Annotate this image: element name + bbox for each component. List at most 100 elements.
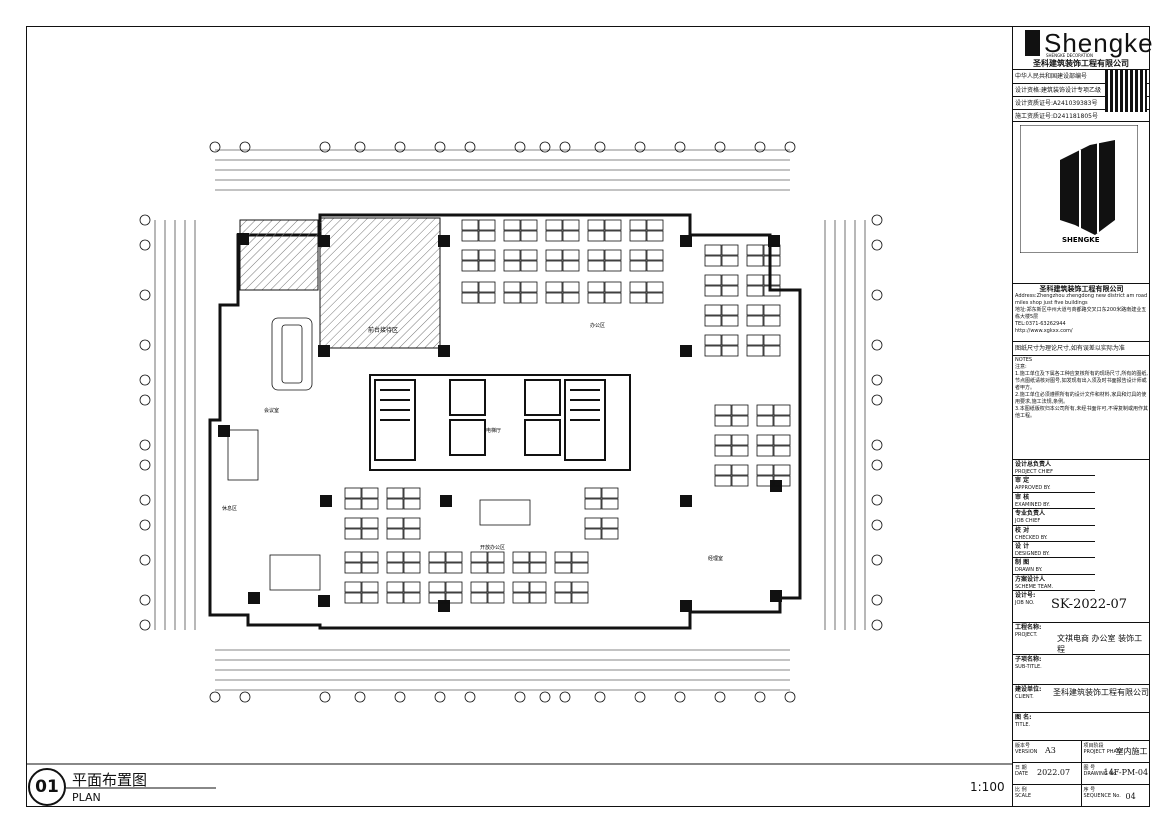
client-value: 圣科建筑装饰工程有限公司	[1053, 688, 1149, 697]
scale-cell: 比 例 SCALE	[1013, 785, 1082, 807]
address-en: Address:Zhengzhou zhengdong new district…	[1015, 293, 1148, 306]
cert-row-1: 中华人民共和国建设部编号	[1013, 70, 1150, 84]
workstations	[344, 219, 791, 604]
role-en: SCHEME TEAM.	[1015, 583, 1054, 590]
role-en: PROJECT CHIEF	[1015, 469, 1053, 475]
version-value: A3	[1045, 746, 1056, 755]
label-reception: 前台接待区	[368, 326, 398, 334]
note-2: 2.施工单位必须遵照所有的设计文件和材料,家具和灯具的使用要求,施工法规,条例。	[1015, 392, 1147, 405]
cert-row-2: 设计资格:建筑装饰设计专项乙级	[1013, 84, 1150, 97]
drawing-no-cell: 图 号 14F-PM-04 DRAWING No.	[1081, 763, 1150, 785]
phase-label: 项目阶段	[1083, 743, 1104, 749]
date-value: 2022.07	[1037, 768, 1071, 777]
cert-row-4: 施工资质证号:D241181805号	[1013, 110, 1150, 122]
notes-cell: NOTES 注意: 1.施工单位及下属各工种应复核所有的现场尺寸,所有的图纸,节…	[1013, 356, 1150, 460]
label-manager-room: 经理室	[708, 555, 723, 562]
subtitle-en: SUB-TITLE.	[1015, 664, 1042, 670]
brand-sub: SHENGKE DECORATION	[1046, 53, 1093, 58]
drawing-no-en: DRAWING No.	[1083, 771, 1118, 777]
role-en: DESIGNED BY.	[1015, 551, 1050, 557]
title-cell: 图 名: TITLE.	[1013, 713, 1150, 741]
note-1: 1.施工单位及下属各工种应复核所有的现场尺寸,所有的图纸,节点图纸请核对图号,如…	[1015, 371, 1148, 391]
note-3: 3.本图纸版权归本公司所有,未经书面许可,不得复制或用作其他工程。	[1015, 406, 1148, 419]
notes-cn-title: 注意:	[1015, 364, 1027, 370]
sequence-label: 序 号	[1083, 787, 1096, 793]
version-label: 版本号	[1015, 743, 1031, 749]
drawing-number: 01	[28, 768, 66, 806]
project-en: PROJECT.	[1015, 632, 1038, 638]
job-no-value: SK-2022-07	[1051, 597, 1128, 612]
role-cn: 设计总负责人	[1015, 461, 1052, 468]
address-cn: 地址:郑东新区中州大道与商都路交叉口东200米路南建业五栋大楼5层	[1015, 307, 1147, 320]
job-no-cell: 设计号: JOB NO. SK-2022-07	[1013, 591, 1150, 623]
drawing-no-value: 14F-PM-04	[1103, 768, 1149, 777]
drawing-frame	[26, 26, 1150, 807]
cert-4: 施工资质证号:D241181805号	[1015, 113, 1098, 120]
client-en: CLIENT.	[1015, 694, 1034, 700]
role-en: EXAMINED BY.	[1015, 501, 1050, 508]
drawing-title-cn: 平面布置图	[72, 771, 148, 789]
phase-en: PROJECT PHASE	[1083, 749, 1124, 755]
role-en: DRAWN BY.	[1015, 567, 1043, 574]
sequence-en: SEQUENCE No.	[1083, 793, 1121, 799]
role-cn: 审 定	[1015, 477, 1030, 485]
meeting-table	[227, 317, 531, 591]
client-cell: 建设单位: 圣科建筑装饰工程有限公司 CLIENT.	[1013, 685, 1150, 713]
role-cn: 专业负责人	[1015, 510, 1046, 518]
cert-1: 中华人民共和国建设部编号	[1015, 73, 1088, 80]
drawing-scale: 1:100	[970, 780, 1005, 794]
title-en: TITLE.	[1015, 722, 1031, 728]
subtitle-label: 子项名称:	[1015, 656, 1042, 663]
role-cn: 校 对	[1015, 526, 1030, 534]
company-block-title: 圣科建筑装饰工程有限公司	[1039, 285, 1124, 293]
label-office-area: 办公区	[590, 322, 605, 329]
job-no-label: 设计号:	[1015, 592, 1036, 599]
axis-bubbles	[139, 141, 883, 703]
role-cn: 设 计	[1015, 543, 1030, 550]
label-open-office: 开放办公区	[480, 544, 505, 551]
label-elevator-hall: 电梯厅	[486, 427, 501, 434]
title-block: 中华人民共和国建设部编号 设计资格:建筑装饰设计专项乙级 设计资质证号:A241…	[1012, 26, 1150, 807]
phase-cell: 项目阶段 室内施工 PROJECT PHASE	[1081, 741, 1150, 763]
project-value: 文祺电商 办公室 装饰工程	[1057, 634, 1143, 654]
brand-mark-icon	[1025, 30, 1040, 56]
role-en: CHECKED BY.	[1015, 534, 1048, 541]
client-label: 建设单位:	[1015, 686, 1042, 693]
company-name: 圣科建筑装饰工程有限公司	[1033, 58, 1129, 68]
cert-row-3: 设计资质证号:A241039383号	[1013, 97, 1150, 110]
date-en: DATE	[1015, 771, 1029, 777]
scale-en: SCALE	[1015, 793, 1032, 799]
cert-2: 设计资格:建筑装饰设计专项乙级	[1015, 87, 1102, 94]
hatched-zones	[239, 217, 441, 349]
label-lounge: 休息区	[222, 505, 237, 512]
cert-3: 设计资质证号:A241039383号	[1015, 100, 1098, 107]
date-cell: 日 期 2022.07 DATE	[1013, 763, 1082, 785]
qr-code-icon	[1105, 70, 1147, 112]
brand-cell	[1013, 26, 1150, 70]
brand-name: Shengke	[1044, 28, 1154, 58]
role-en: JOB CHIEF	[1015, 518, 1041, 525]
sequence-cell: 序 号 04 SEQUENCE No.	[1082, 785, 1151, 807]
version-en: VERSION	[1015, 749, 1038, 755]
company-info: 圣科建筑装饰工程有限公司 Address:Zhengzhou zhengdong…	[1013, 284, 1150, 342]
drawing-title-en: PLAN	[72, 791, 101, 804]
logo-caption: SHENGKE	[1062, 236, 1100, 244]
role-cn: 方案设计人	[1015, 575, 1046, 583]
title-label: 图 名:	[1015, 714, 1032, 721]
drawing-no-label: 图 号	[1083, 765, 1096, 771]
website: http://www.xgkxx.com/	[1015, 328, 1073, 334]
shengke-logo-icon: SHENGKE	[1020, 125, 1138, 253]
telephone: TEL:0371-63262944	[1015, 321, 1066, 327]
date-label: 日 期	[1015, 765, 1027, 771]
disclaimer: 图纸尺寸为理论尺寸,如有误差以实际为准	[1015, 345, 1125, 352]
logo-cell	[1013, 122, 1150, 284]
phase-value: 室内施工	[1115, 747, 1148, 756]
